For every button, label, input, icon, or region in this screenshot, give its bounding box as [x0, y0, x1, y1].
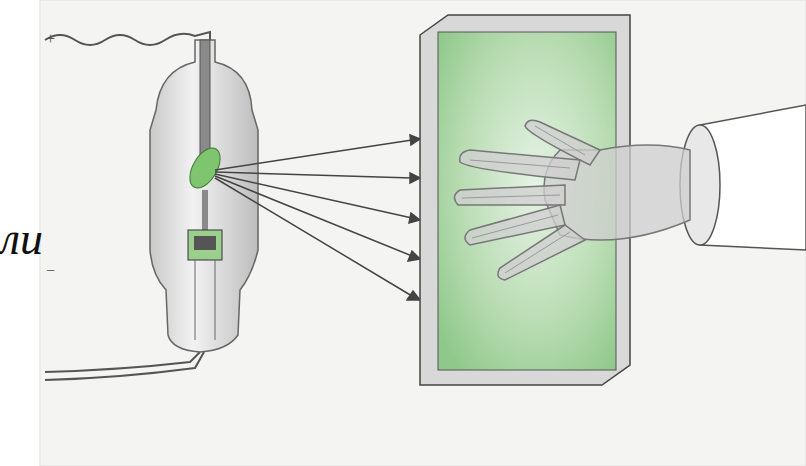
cathode-filament — [194, 236, 216, 250]
rod — [202, 190, 208, 230]
anode-target — [184, 143, 227, 193]
polarity-sign: + — [46, 30, 55, 48]
cathode — [188, 230, 222, 260]
cathode-lead — [195, 260, 196, 340]
panel-background — [40, 0, 806, 466]
x-ray-tube — [150, 40, 258, 352]
caption-fragment: ли — [0, 212, 43, 265]
panel-border — [40, 0, 806, 466]
polarity-sign: − — [46, 262, 55, 280]
cathode-lead — [215, 260, 216, 340]
anode-wire — [45, 32, 210, 60]
hand — [454, 120, 690, 280]
cathode-wire — [45, 352, 204, 380]
cathode-wire — [45, 352, 200, 372]
x-rays — [215, 135, 420, 300]
finger-bones — [462, 126, 585, 273]
